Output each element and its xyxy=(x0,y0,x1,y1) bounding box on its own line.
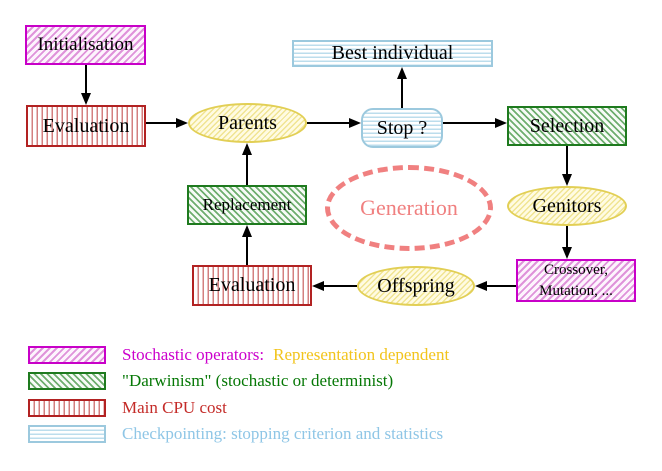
legend-swatch-stochastic-operators xyxy=(28,346,106,364)
node-parents-label: Parents xyxy=(218,111,277,134)
node-evaluation-top: Evaluation xyxy=(26,105,146,147)
node-initialisation: Initialisation xyxy=(25,25,146,65)
arrow-replacement-to-parents-line xyxy=(246,155,248,185)
legend-row-darwinism: "Darwinism" (stochastic or determinist) xyxy=(28,371,393,391)
node-stop: Stop ? xyxy=(361,108,443,148)
node-evaluation-bottom-label: Evaluation xyxy=(208,274,296,296)
node-stop-label: Stop ? xyxy=(376,116,428,139)
node-best-individual-label: Best individual xyxy=(331,42,454,64)
legend-swatch-darwinism xyxy=(28,372,106,390)
arrow-stop-to-best-individual-line xyxy=(401,79,403,108)
node-best-individual: Best individual xyxy=(292,40,493,67)
arrow-replacement-to-parents-head xyxy=(242,143,252,155)
arrow-stop-to-selection-line xyxy=(443,122,495,124)
node-crossover-mutation: Crossover, Mutation, ... xyxy=(516,259,636,302)
arrow-genitors-to-crossover-head xyxy=(562,247,572,259)
legend-label-representation-dependent: Representation dependent xyxy=(273,345,450,364)
legend-row-stochastic-operators: Stochastic operators: Representation dep… xyxy=(28,345,449,365)
legend-label-stochastic-operators: Stochastic operators: xyxy=(122,345,265,364)
node-evaluation-top-label: Evaluation xyxy=(42,114,130,137)
node-offspring-label: Offspring xyxy=(377,274,455,297)
node-generation: Generation xyxy=(325,165,493,251)
arrow-crossover-to-offspring-line xyxy=(487,285,516,287)
arrow-evaluation-to-replacement-head xyxy=(242,225,252,237)
node-offspring: Offspring xyxy=(357,266,475,306)
arrow-evaluation-to-replacement-line xyxy=(246,237,248,265)
arrow-initialisation-to-evaluation-line xyxy=(85,65,87,93)
node-parents: Parents xyxy=(188,103,307,143)
arrow-initialisation-to-evaluation-head xyxy=(81,93,91,105)
node-selection-label: Selection xyxy=(529,114,605,137)
legend-row-checkpointing: Checkpointing: stopping criterion and st… xyxy=(28,424,443,444)
node-replacement-label: Replacement xyxy=(202,195,292,215)
arrow-parents-to-stop-line xyxy=(307,122,349,124)
node-genitors: Genitors xyxy=(507,186,627,226)
arrow-crossover-to-offspring-head xyxy=(475,281,487,291)
node-generation-label: Generation xyxy=(360,195,458,221)
arrow-evaluation-to-parents-head xyxy=(176,118,188,128)
legend-label-checkpointing: Checkpointing: stopping criterion and st… xyxy=(122,424,444,443)
node-selection: Selection xyxy=(507,106,627,146)
node-initialisation-label: Initialisation xyxy=(37,34,134,56)
arrow-parents-to-stop-head xyxy=(349,118,361,128)
arrow-offspring-to-evaluation-head xyxy=(312,281,324,291)
legend-label-main-cpu-cost: Main CPU cost xyxy=(122,398,227,417)
node-crossover-label-line2: Mutation, ... xyxy=(539,282,613,299)
node-replacement: Replacement xyxy=(187,185,307,225)
arrow-stop-to-selection-head xyxy=(495,118,507,128)
arrow-offspring-to-evaluation-line xyxy=(324,285,357,287)
legend-row-main-cpu-cost: Main CPU cost xyxy=(28,398,227,418)
arrow-selection-to-genitors-head xyxy=(562,174,572,186)
arrow-stop-to-best-individual-head xyxy=(397,67,407,79)
node-genitors-label: Genitors xyxy=(532,194,602,217)
arrow-selection-to-genitors-line xyxy=(566,146,568,174)
legend-label-darwinism: "Darwinism" (stochastic or determinist) xyxy=(122,371,394,390)
node-crossover-label-line1: Crossover, xyxy=(544,262,608,279)
arrow-genitors-to-crossover-line xyxy=(566,226,568,247)
node-evaluation-bottom: Evaluation xyxy=(192,265,312,306)
legend-swatch-main-cpu-cost xyxy=(28,399,106,417)
arrow-evaluation-to-parents-line xyxy=(146,122,178,124)
legend-swatch-checkpointing xyxy=(28,425,106,443)
